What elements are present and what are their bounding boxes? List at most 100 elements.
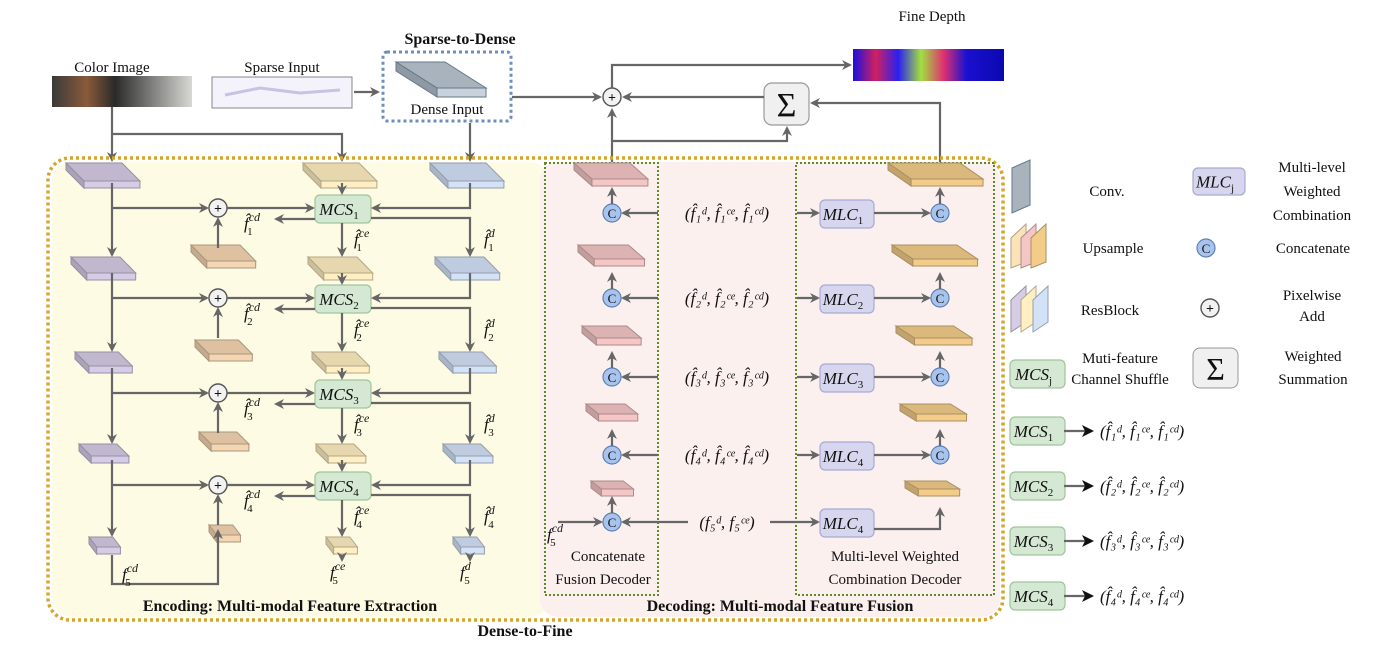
decoder-concat-slab-1 [572,161,650,188]
decoder-mlc-slab-4 [898,403,969,422]
svg-text:Σ: Σ [777,87,797,124]
resblock-yellow-5 [324,535,359,556]
arrow-depth-to-mcs-3 [371,368,472,398]
svg-text:MCS1: MCS1 [318,200,359,222]
decoder-mlc-slab-1 [886,162,985,187]
legend-mcs-output-tuple-4: (f̂₄ᵈ, f̂₄ᶜᵉ, f̂₄ᶜᵈ) [1100,586,1184,606]
decoder-mlc-slab-3 [894,325,974,346]
feature-tuple-4: (f̂₄ᵈ, f̂₄ᶜᵉ, f̂₄ᶜᵈ) [685,445,769,465]
sparse-points [224,86,341,97]
mlc-block-5: MLC4 [819,508,875,538]
concat-icon-left-3: C [602,367,622,387]
arrow-depth-to-mcs-1 [371,183,472,213]
svg-text:C: C [608,515,617,530]
svg-text:MLCj: MLCj [1195,173,1234,195]
mlc-block-1: MLC1 [819,199,875,229]
concat-icon-right-4: C [930,445,950,465]
mlc-decoder-label-1: Multi-level Weighted [831,549,960,565]
concat-icon-left-1: C [602,203,622,223]
feature-tuple-3: (f̂₃ᵈ, f̂₃ᶜᵉ, f̂₃ᶜᵈ) [685,367,769,387]
color-image-thumbnail [52,76,192,107]
feature-tuple-5: (f₅ᵈ, f₅ᶜᵉ) [699,513,755,532]
arrow-mcs-d-out-3 [371,401,475,444]
concat-icon-left-4: C [602,445,622,465]
dense-input-label: Dense Input [411,102,485,118]
pixelwise-add-icon-1: + [208,198,228,218]
concat-decoder-label-2: Fusion Decoder [555,572,650,588]
output-pixelwise-add-icon: + [602,87,622,107]
resblock-color-4 [77,442,131,465]
decoder-concat-slab-4 [584,402,640,423]
sparse-to-dense-box [381,50,513,123]
resblock-depth-2 [433,255,501,282]
svg-text:MCS3: MCS3 [318,385,359,407]
decoding-title: Decoding: Multi-modal Feature Fusion [647,598,914,615]
legend-upsample-label: Upsample [1083,241,1144,257]
legend-concat-label: Concatenate [1276,241,1350,257]
svg-text:+: + [608,91,616,106]
svg-text:MCS1: MCS1 [1013,422,1054,444]
pixelwise-add-icon-4: + [208,475,228,495]
legend-conv-label: Conv. [1089,184,1124,200]
resblock-depth-3 [437,350,498,375]
resblock-depth-1 [428,161,506,190]
mlc-decoder-box [795,162,995,596]
sparse-to-dense-title: Sparse-to-Dense [404,31,515,48]
legend-mcs-icon: MCSj [1009,359,1066,389]
legend-upsample-icon [1030,222,1047,269]
arrow-color-to-yellow [112,132,347,162]
mlc-decoder-label-2: Combination Decoder [829,572,962,588]
weighted-summation-icon: Σ [763,82,810,126]
legend-resblock-label: ResBlock [1081,303,1140,319]
feature-tuple-1: (f̂₁ᵈ, f̂₁ᶜᵉ, f̂₁ᶜᵈ) [685,203,769,223]
fine-depth-thumbnail [853,49,1004,81]
legend-sum-label-1: Weighted [1284,349,1342,365]
svg-text:C: C [1202,241,1211,256]
svg-text:C: C [608,448,617,463]
arrow-concat-decoder-to-sigma [612,126,792,143]
svg-text:MCS4: MCS4 [318,477,359,499]
upsample-cd-1 [189,243,257,270]
resblock-yellow-3 [310,350,371,375]
resblock-color-1 [64,161,142,190]
legend-mcs-label-2: Channel Shuffle [1071,372,1169,388]
resblock-yellow-1 [301,161,379,190]
svg-text:+: + [214,479,222,494]
encoding-region [52,162,550,617]
decoder-mlc-slab-5 [903,480,962,497]
svg-text:MCS4: MCS4 [1013,587,1054,609]
svg-text:MCS2: MCS2 [1013,477,1054,499]
concat-decoder-label-1: Concatenate [571,549,645,565]
svg-text:MLC4: MLC4 [822,514,864,536]
legend-sum-label-2: Summation [1278,372,1348,388]
mcs-block-3: MCS3 [314,379,372,409]
svg-text:C: C [608,370,617,385]
resblock-color-5 [87,535,122,556]
svg-text:C: C [608,206,617,221]
legend-add-label-1: Pixelwise [1283,288,1342,304]
svg-text:+: + [214,387,222,402]
svg-text:C: C [936,291,945,306]
svg-text:C: C [936,206,945,221]
mcs-block-2: MCS2 [314,284,372,314]
legend-mcs-output-tuple-2: (f̂₂ᵈ, f̂₂ᶜᵉ, f̂₂ᶜᵈ) [1100,476,1184,496]
mlc-block-2: MLC2 [819,284,875,314]
svg-text:Σ: Σ [1206,351,1225,387]
legend-mcs-output-block-1: MCS1 [1009,416,1066,446]
feature-tuple-2: (f̂₂ᵈ, f̂₂ᶜᵉ, f̂₂ᶜᵈ) [685,288,769,308]
svg-text:C: C [936,370,945,385]
dense-input-conv-block [394,61,488,98]
decoder-concat-slab-3 [580,324,643,347]
svg-text:+: + [1206,302,1214,317]
arrow-add-to-fine-depth [610,60,852,88]
arrow-mcs-d-out-2 [371,306,475,352]
